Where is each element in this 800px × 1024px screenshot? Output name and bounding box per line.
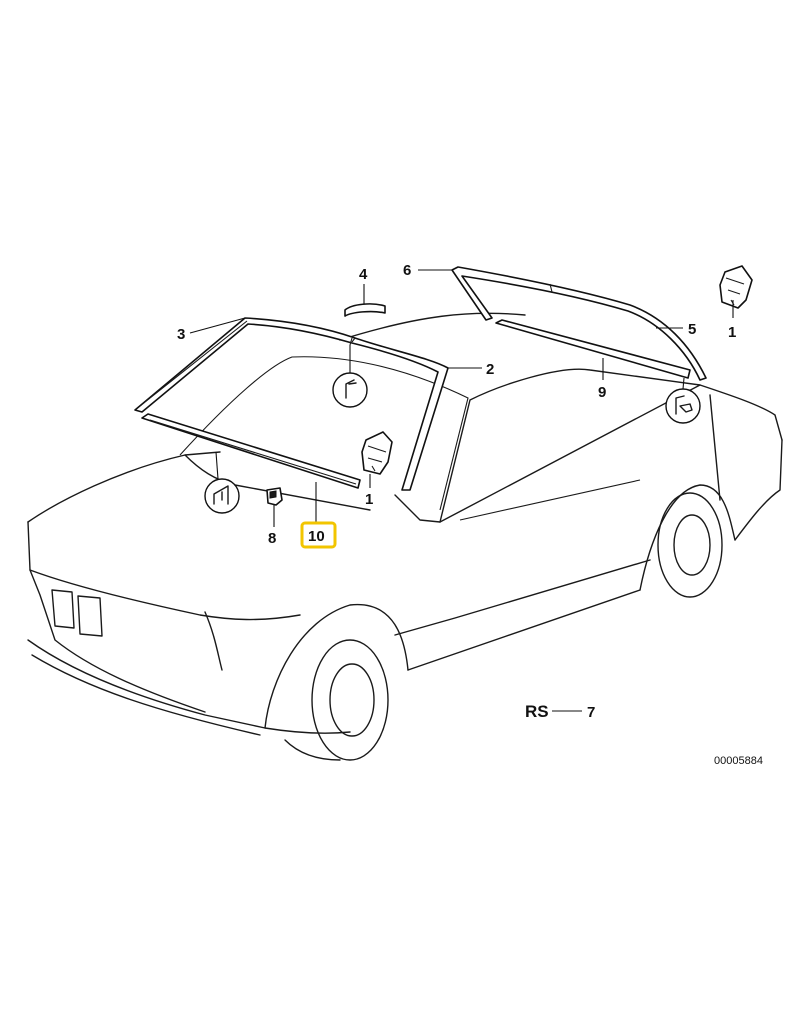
clip-part-1-center[interactable]: [361, 431, 393, 475]
callout-3: 3: [177, 326, 185, 343]
leader-lines: [189, 269, 734, 712]
roof-molding[interactable]: [451, 266, 707, 381]
callout-10-highlight[interactable]: [300, 521, 337, 549]
callout-labels: 3 2 4 6 5 1 9 1 8 10: [177, 262, 736, 549]
drip-molding[interactable]: [495, 319, 691, 379]
callout-4: 4: [359, 266, 368, 283]
callout-9: 9: [598, 384, 606, 401]
callout-1-center: 1: [365, 491, 373, 508]
callout-1-right: 1: [728, 324, 736, 341]
car-outline: [27, 312, 783, 761]
cover-cap[interactable]: [344, 303, 386, 317]
callout-8: 8: [268, 530, 276, 547]
windshield-molding-frame[interactable]: [134, 317, 449, 491]
detail-circle-c: [665, 377, 701, 424]
callout-6: 6: [403, 262, 411, 279]
clip-part-8[interactable]: [266, 487, 283, 506]
callout-7: 7: [587, 704, 595, 721]
clip-part-1-right[interactable]: [719, 265, 753, 309]
lower-windshield-strip[interactable]: [141, 413, 361, 489]
callout-5: 5: [688, 321, 696, 338]
detail-circle-a: [332, 345, 368, 408]
callout-2: 2: [486, 361, 494, 378]
callout-10: 10: [308, 528, 325, 545]
rs-legend: RS 7: [525, 702, 595, 721]
rs-label: RS: [525, 702, 549, 721]
detail-circle-b: [204, 451, 240, 514]
diagram-reference-number: 00005884: [714, 755, 763, 767]
